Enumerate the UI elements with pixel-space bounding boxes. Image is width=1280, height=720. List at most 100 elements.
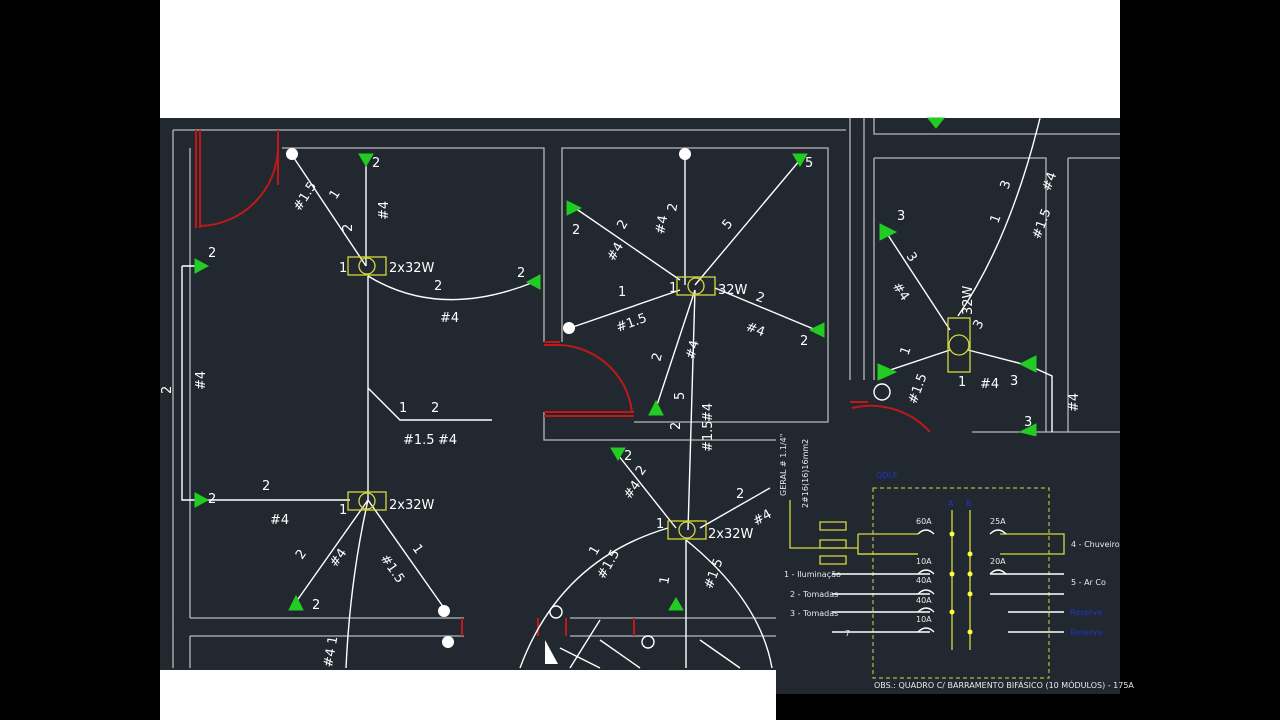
- svg-text:10A: 10A: [916, 557, 932, 566]
- bottom-white-band: [160, 670, 776, 720]
- svg-text:3: 3: [1010, 374, 1018, 389]
- walls: [172, 118, 1120, 668]
- light-fixtures: 1 2x32W 1 32W 1 32W 1 2x32W 1 2x32W: [339, 256, 976, 542]
- outlet-icon: [926, 117, 946, 129]
- svg-text:2: 2: [160, 386, 175, 394]
- fixture-2: 1 32W: [669, 276, 748, 298]
- svg-text:#4: #4: [438, 433, 457, 448]
- fixture-4: 1 2x32W: [339, 491, 435, 518]
- svg-text:#4: #4: [980, 377, 999, 392]
- ceiling-point: [563, 322, 575, 334]
- svg-text:2: 2: [431, 401, 439, 416]
- distribution-panel: QDLF A B GERAL # 1.1/4" 2#16(16)16mm2 60…: [776, 434, 1134, 694]
- svg-text:1: 1: [339, 503, 347, 518]
- svg-text:#1.5: #1.5: [701, 420, 716, 452]
- svg-text:40A: 40A: [916, 596, 932, 605]
- svg-text:25A: 25A: [990, 517, 1006, 526]
- ceiling-point: [442, 636, 454, 648]
- outlet-icon: [879, 223, 898, 241]
- svg-text:1: 1: [618, 285, 626, 300]
- svg-text:2: 2: [208, 246, 216, 261]
- doors: [195, 130, 931, 636]
- ceiling-point: [873, 383, 891, 401]
- svg-text:3 - Tomadas: 3 - Tomadas: [790, 609, 838, 618]
- svg-text:#4: #4: [1040, 170, 1061, 193]
- svg-text:20A: 20A: [990, 557, 1006, 566]
- top-white-band: [160, 0, 1120, 118]
- svg-text:2: 2: [312, 598, 320, 613]
- svg-text:5 - Ar Co: 5 - Ar Co: [1071, 578, 1106, 587]
- svg-text:#4: #4: [440, 311, 459, 326]
- svg-text:GERAL # 1.1/4": GERAL # 1.1/4": [779, 434, 788, 496]
- outlet-icon: [288, 594, 304, 611]
- outlet-icon: [525, 274, 541, 290]
- svg-text:2: 2: [665, 202, 681, 213]
- fixture-5: 1 2x32W: [656, 517, 754, 542]
- ceiling-point: [438, 605, 450, 617]
- outlet-icon: [194, 258, 210, 274]
- fixture-1: 1 2x32W: [339, 256, 435, 276]
- svg-text:1: 1: [656, 517, 664, 532]
- ceiling-point: [641, 635, 655, 649]
- svg-text:7: 7: [845, 629, 850, 638]
- outlet-icon: [808, 322, 825, 338]
- svg-text:5: 5: [673, 392, 688, 400]
- svg-text:2: 2: [572, 223, 580, 238]
- svg-text:2#16(16)16mm2: 2#16(16)16mm2: [801, 439, 810, 508]
- svg-text:1 - Iluminação: 1 - Iluminação: [784, 570, 841, 579]
- svg-text:#4: #4: [683, 339, 702, 361]
- svg-text:2: 2: [341, 224, 356, 232]
- svg-text:2: 2: [669, 422, 684, 430]
- svg-text:1: 1: [325, 635, 341, 646]
- svg-text:2: 2: [800, 334, 808, 349]
- svg-text:#4: #4: [377, 201, 392, 220]
- svg-text:1: 1: [958, 375, 966, 390]
- svg-text:2: 2: [208, 492, 216, 507]
- svg-text:#4: #4: [653, 214, 671, 235]
- wall-outlets: 2 2 2 2 2 2 2 2 5 3 3 3: [194, 117, 1037, 613]
- svg-text:#4: #4: [701, 403, 716, 422]
- svg-text:2: 2: [517, 266, 525, 281]
- svg-text:#4: #4: [1067, 393, 1082, 412]
- svg-text:Reserva: Reserva: [1070, 608, 1102, 617]
- outlet-icon: [1018, 423, 1037, 437]
- svg-text:#4: #4: [744, 320, 767, 341]
- svg-text:1: 1: [669, 281, 677, 296]
- svg-text:B: B: [966, 499, 972, 508]
- svg-text:4 - Chuveiro: 4 - Chuveiro: [1071, 540, 1120, 549]
- svg-text:1: 1: [399, 401, 407, 416]
- outlet-icon: [194, 492, 210, 508]
- svg-text:2: 2: [262, 479, 270, 494]
- outlet-icon: [648, 399, 664, 416]
- svg-text:2x32W: 2x32W: [389, 261, 435, 276]
- svg-text:32W: 32W: [718, 283, 748, 298]
- ceiling-point: [679, 148, 691, 160]
- svg-text:40A: 40A: [916, 576, 932, 585]
- svg-text:2: 2: [649, 351, 666, 363]
- svg-text:3: 3: [897, 209, 905, 224]
- ceiling-point: [286, 148, 298, 160]
- svg-text:2 - Tomadas: 2 - Tomadas: [790, 590, 838, 599]
- svg-text:60A: 60A: [916, 517, 932, 526]
- outlet-icon: [792, 153, 808, 167]
- misc-symbols: [545, 639, 741, 669]
- wiring: [181, 117, 1053, 669]
- outlet-icon: [610, 447, 626, 461]
- fixture-3: 1 32W: [947, 285, 976, 390]
- svg-text:2: 2: [434, 279, 442, 294]
- svg-text:3: 3: [1024, 415, 1032, 430]
- svg-text:#1.5: #1.5: [403, 433, 435, 448]
- outlet-icon: [668, 597, 684, 611]
- svg-text:#4: #4: [194, 371, 209, 390]
- svg-text:#4: #4: [270, 513, 289, 528]
- svg-text:A: A: [948, 499, 954, 508]
- svg-text:2x32W: 2x32W: [708, 527, 754, 542]
- ceiling-points: [286, 148, 891, 649]
- outlet-icon: [358, 153, 374, 167]
- svg-text:2: 2: [736, 487, 744, 502]
- panel-note: OBS.: QUADRO C/ BARRAMENTO BIFÁSICO (10 …: [874, 679, 1134, 690]
- svg-text:Reserva: Reserva: [1070, 628, 1102, 637]
- svg-text:5: 5: [805, 156, 813, 171]
- panel-title: QDLF: [876, 471, 898, 480]
